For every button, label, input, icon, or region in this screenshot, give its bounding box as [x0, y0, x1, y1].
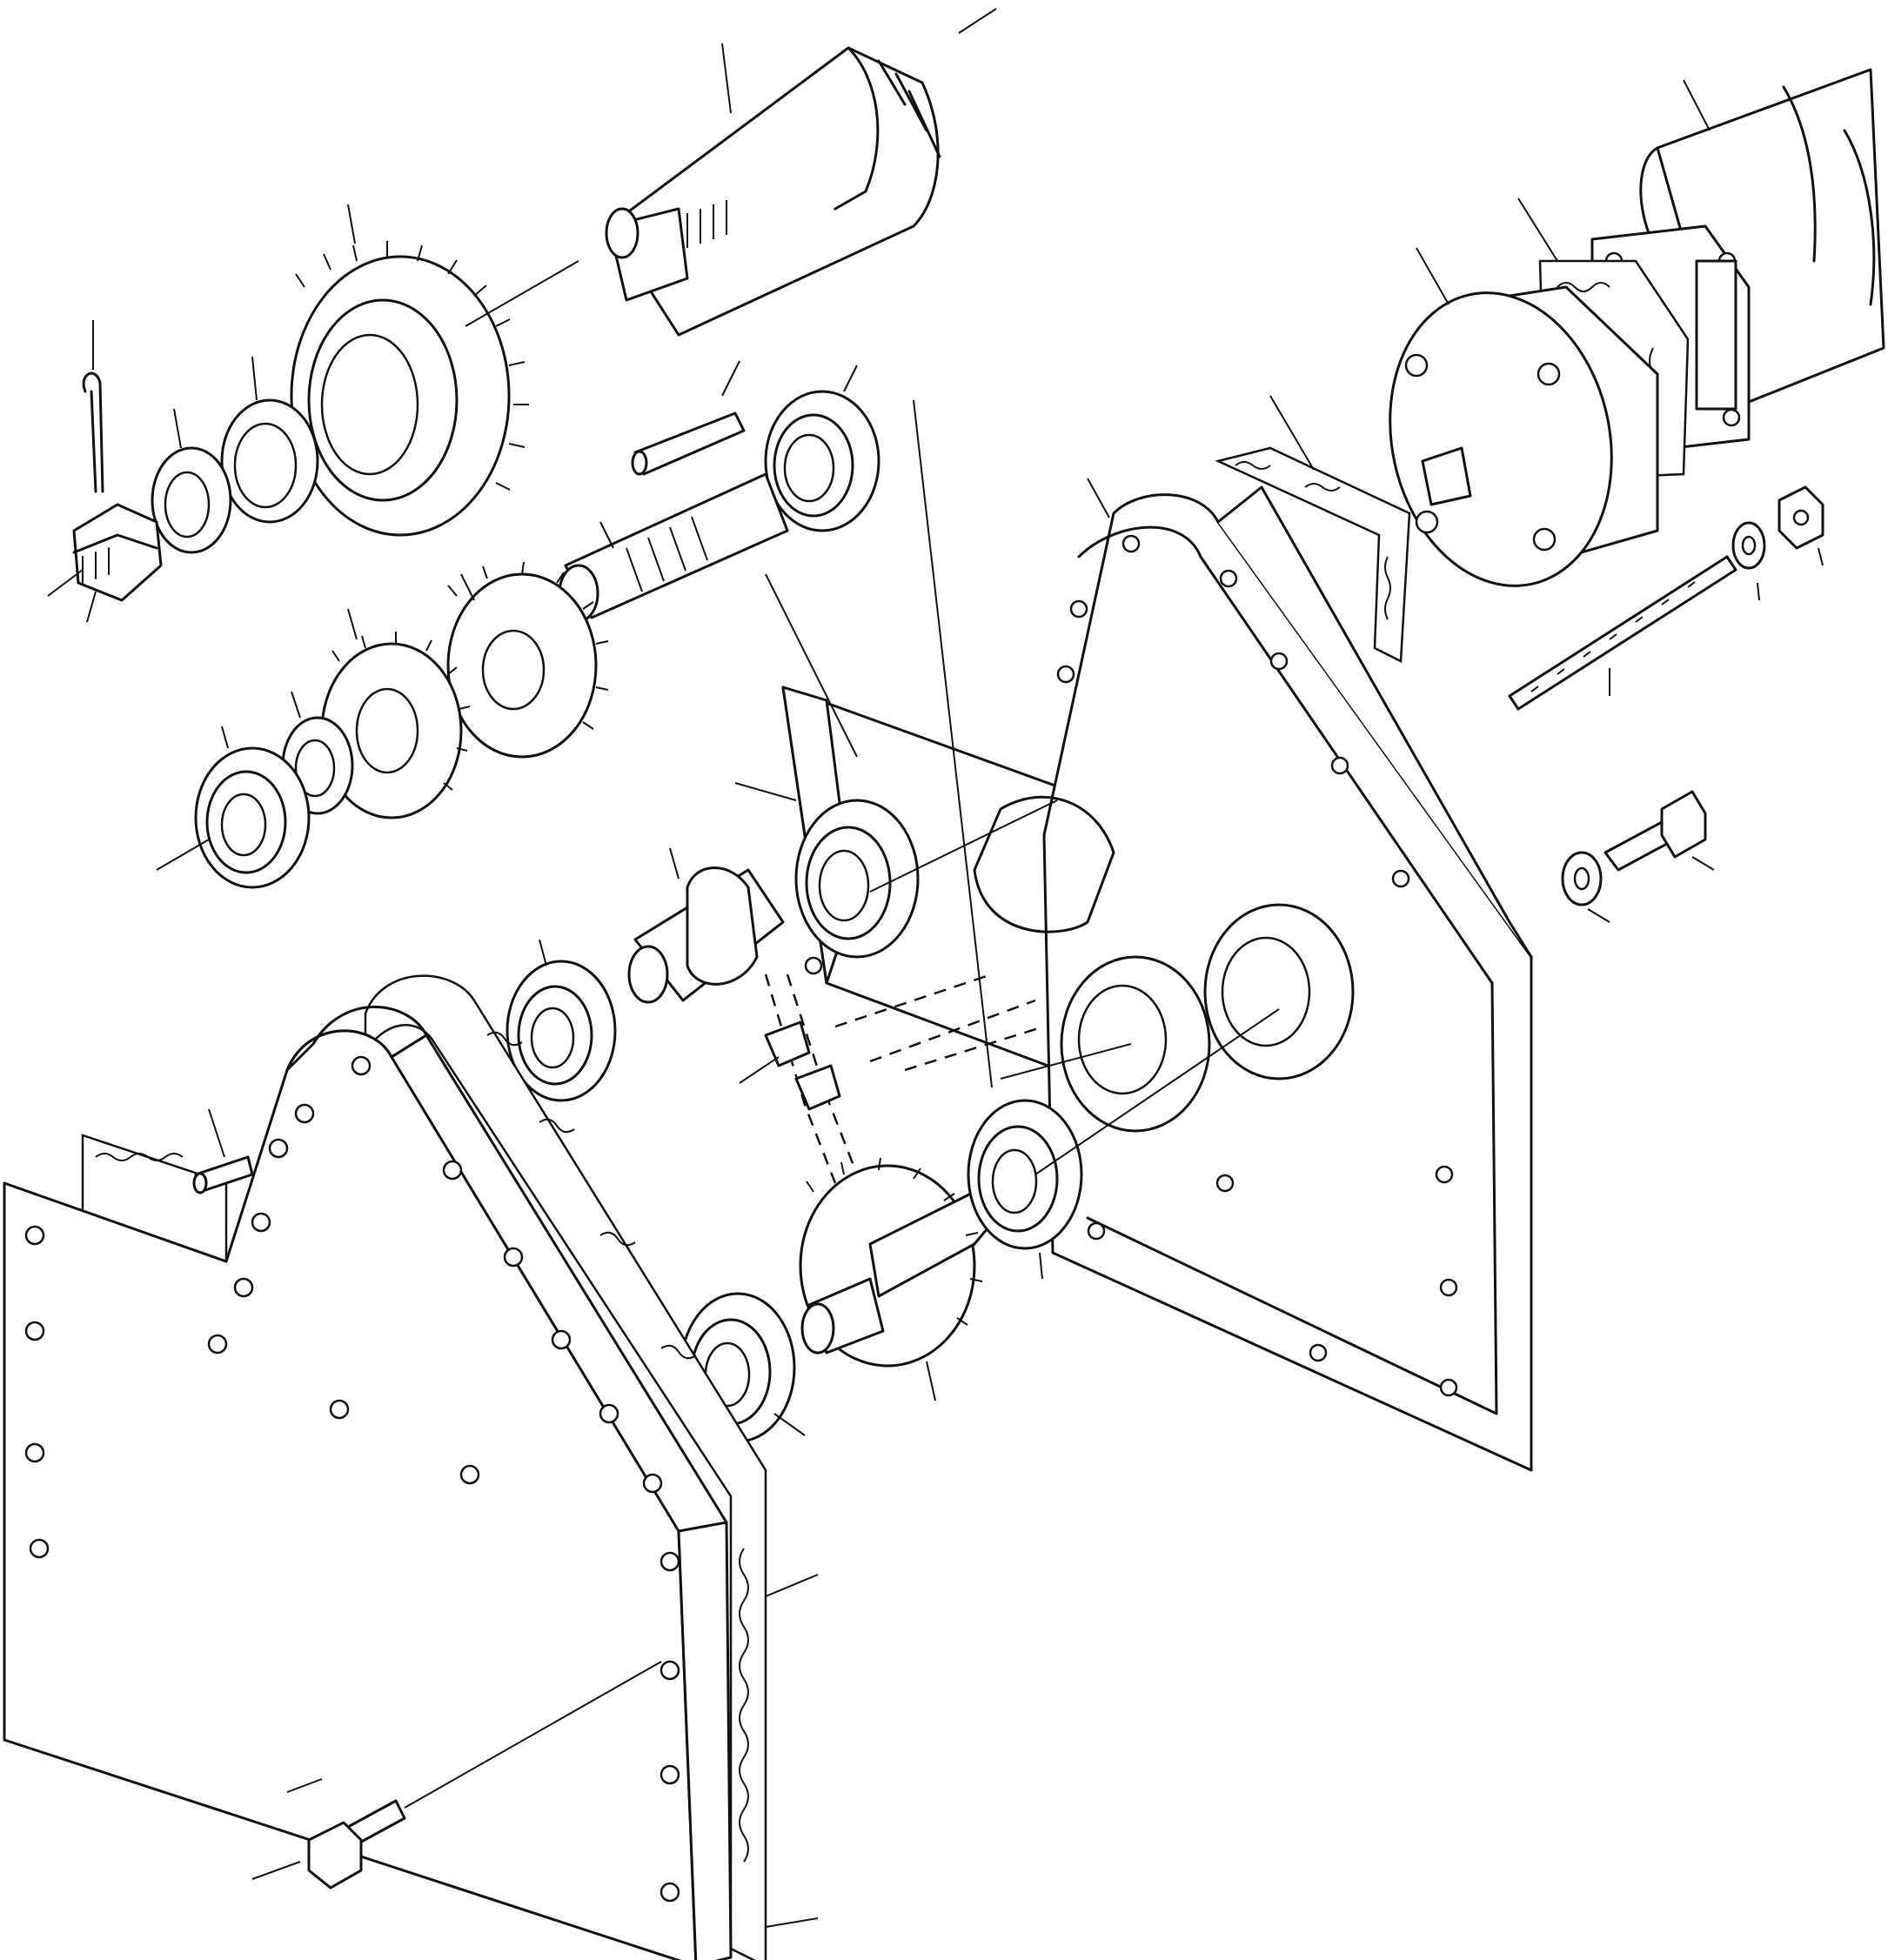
sprocket-gear: [446, 561, 609, 759]
ball-bearing-center: [734, 782, 920, 959]
ball-bearing-left: [156, 726, 311, 889]
dowel-pin: [192, 1108, 254, 1194]
bushing: [220, 356, 319, 524]
drive-chain: [739, 973, 859, 1184]
ball-bearing-upper: [764, 365, 880, 532]
castle-nut: [47, 503, 163, 623]
stud: [1508, 555, 1737, 711]
splined-shaft: [558, 472, 789, 623]
sprocket-shaft: [627, 847, 785, 1004]
cotter-pin: [82, 320, 104, 493]
lock-washer-stud: [1731, 521, 1766, 601]
spur-gear: [320, 608, 471, 819]
ball-bearing-middle: [505, 939, 617, 1102]
nut-stud: [1778, 485, 1824, 566]
lock-washer-right: [1561, 851, 1610, 923]
assembly-leader-lines: [765, 399, 1280, 1175]
sprocket-lower: [799, 1157, 998, 1401]
cap-screw-right: [1603, 790, 1715, 872]
woodruff-key: [631, 360, 746, 476]
ball-bearing-right: [967, 1099, 1083, 1280]
housing-gasket: [1215, 395, 1411, 663]
cover-plate: [3, 1006, 733, 1960]
thrust-washer: [151, 408, 232, 554]
bevel-pinion-shaft: [605, 8, 997, 337]
hydraulic-motor: [1389, 247, 1659, 587]
cap-screw-cover: [251, 1661, 662, 1890]
drive-gear: [290, 204, 579, 537]
